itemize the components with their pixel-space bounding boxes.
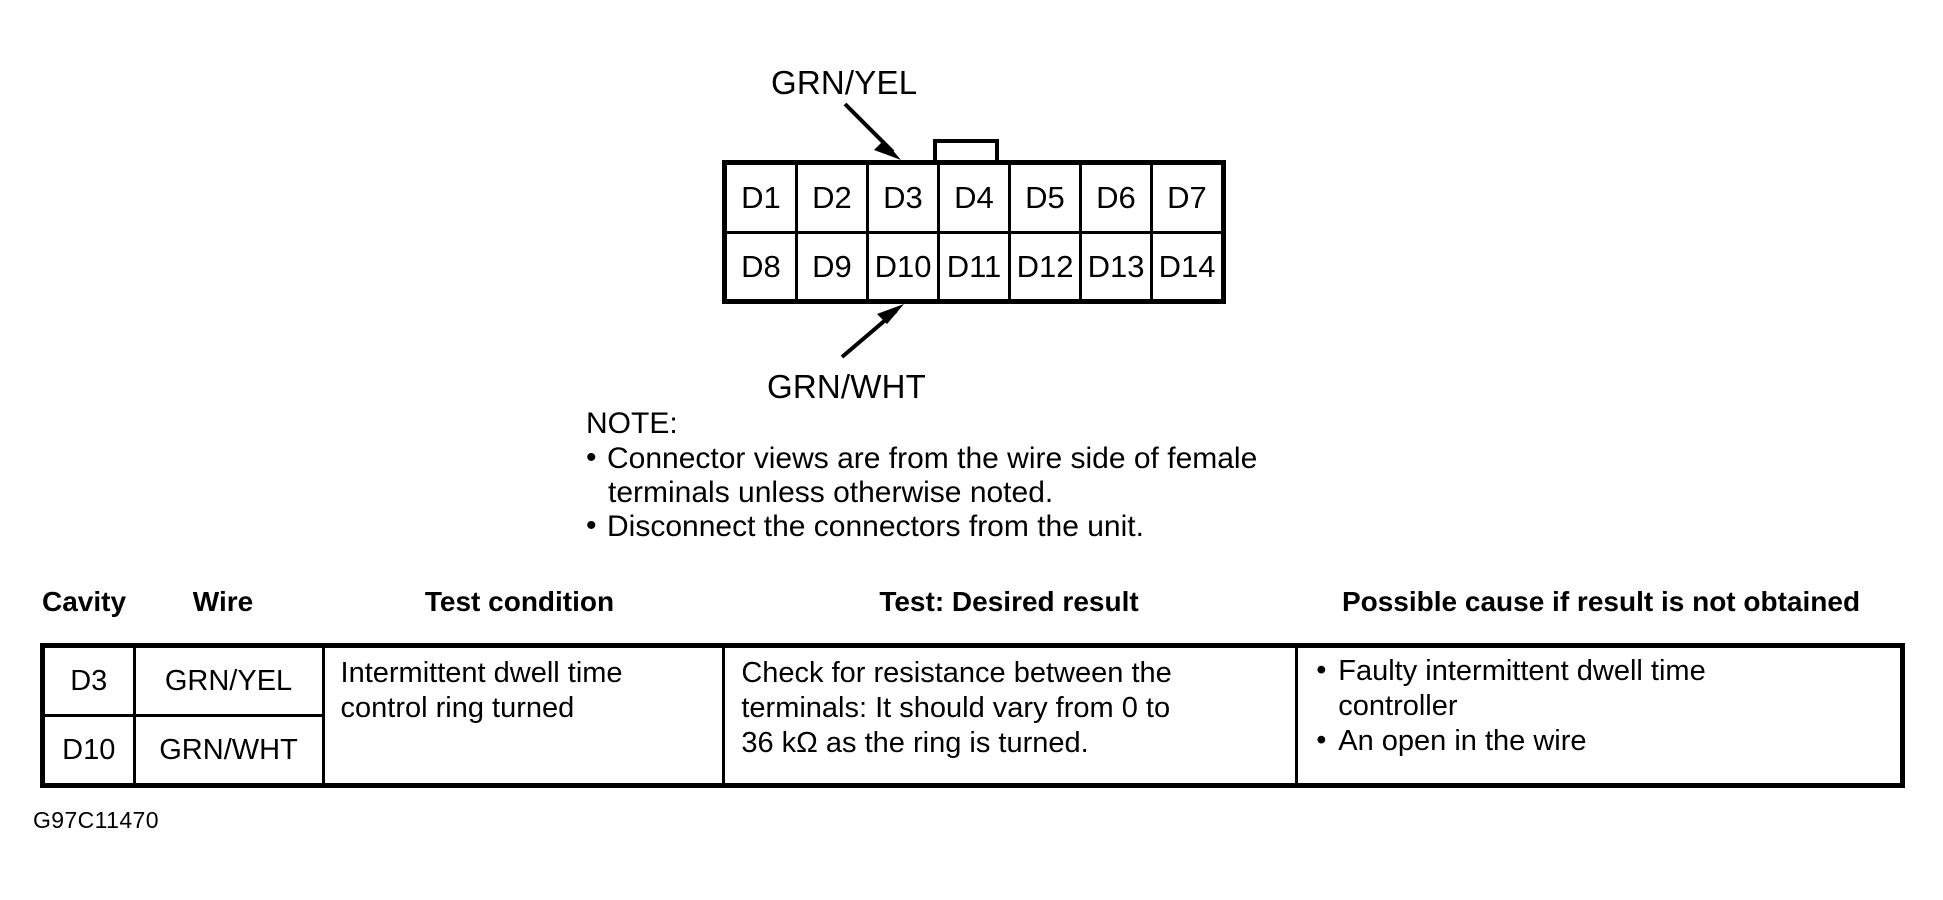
table-column-test-condition: Intermittent dwell time control ring tur… bbox=[321, 648, 723, 783]
connector-cavity-d6: D6 bbox=[1079, 165, 1150, 231]
connector-cavity-d12: D12 bbox=[1008, 233, 1079, 299]
desired-result-line3: 36 kΩ as the ring is turned. bbox=[741, 727, 1089, 759]
possible-cause-list: • Faulty intermittent dwell time control… bbox=[1316, 654, 1900, 759]
note-item-1-line1: Connector views are from the wire side o… bbox=[607, 442, 1258, 475]
connector-pin-grid: D1 D2 D3 D4 D5 D6 D7 D8 D9 D10 D11 D12 D… bbox=[722, 160, 1226, 304]
table-cell-cavity-d10: D10 bbox=[45, 714, 133, 783]
possible-cause-item-1: • Faulty intermittent dwell time control… bbox=[1316, 654, 1900, 724]
test-condition-line1: Intermittent dwell time bbox=[340, 657, 623, 689]
connector-cavity-d8: D8 bbox=[741, 248, 781, 284]
table-cell-desired-result: Check for resistance between the termina… bbox=[725, 648, 1295, 783]
note-block: NOTE: • Connector views are from the wir… bbox=[586, 407, 1257, 544]
table-column-possible-cause: • Faulty intermittent dwell time control… bbox=[1295, 648, 1900, 783]
possible-cause-item-1-line2: controller bbox=[1338, 690, 1458, 722]
connector-cavity-d14: D14 bbox=[1150, 233, 1221, 299]
table-header-possible-cause: Possible cause if result is not obtained bbox=[1341, 586, 1861, 617]
note-item-2: • Disconnect the connectors from the uni… bbox=[586, 509, 1257, 544]
figure-reference-id: G97C11470 bbox=[33, 807, 159, 833]
connector-cavity-d3: D3 bbox=[866, 165, 937, 231]
note-title: NOTE: bbox=[586, 407, 678, 440]
connector-cavity-d4: D4 bbox=[937, 165, 1008, 231]
table-column-wire: GRN/YEL GRN/WHT bbox=[132, 648, 322, 783]
note-item-2-line1: Disconnect the connectors from the unit. bbox=[607, 510, 1144, 543]
connector-cavity-d9: D9 bbox=[795, 233, 866, 299]
possible-cause-item-2-line1: An open in the wire bbox=[1338, 725, 1587, 757]
bullet-icon: • bbox=[1316, 724, 1327, 756]
connector-cavity-d13: D13 bbox=[1079, 233, 1150, 299]
connector-cavity-d1: D1 bbox=[741, 180, 781, 216]
wire-callout-label-grn-yel: GRN/YEL bbox=[771, 64, 918, 101]
table-cell-test-condition: Intermittent dwell time control ring tur… bbox=[325, 648, 723, 783]
connector-cavity-d7: D7 bbox=[1150, 165, 1221, 231]
table-header-cavity: Cavity bbox=[41, 586, 127, 617]
test-table-header-row: Cavity Wire Test condition Test: Desired… bbox=[40, 586, 1905, 626]
connector-row-top: D1 D2 D3 D4 D5 D6 D7 bbox=[727, 165, 1221, 231]
wire-callout-label-grn-wht: GRN/WHT bbox=[767, 368, 927, 405]
note-item-1: • Connector views are from the wire side… bbox=[586, 441, 1258, 510]
possible-cause-item-2: • An open in the wire bbox=[1316, 724, 1900, 759]
bullet-icon: • bbox=[1316, 654, 1327, 686]
test-table: D3 D10 GRN/YEL GRN/WHT Intermittent dwel… bbox=[40, 643, 1905, 788]
possible-cause-item-1-line1: Faulty intermittent dwell time bbox=[1338, 655, 1706, 687]
table-column-desired-result: Check for resistance between the termina… bbox=[722, 648, 1295, 783]
arrow-grn-wht bbox=[840, 304, 904, 359]
table-cell-wire-grn-yel: GRN/YEL bbox=[164, 664, 293, 697]
desired-result-line1: Check for resistance between the bbox=[741, 657, 1172, 689]
table-header-wire: Wire bbox=[192, 586, 254, 617]
note-item-1-line2: terminals unless otherwise noted. bbox=[608, 476, 1054, 509]
test-condition-line2: control ring turned bbox=[340, 692, 575, 724]
desired-result-line2: terminals: It should vary from 0 to bbox=[741, 692, 1171, 724]
connector-locking-tab bbox=[933, 139, 999, 163]
connector-cavity-d2: D2 bbox=[795, 165, 866, 231]
table-header-test-condition: Test condition bbox=[424, 586, 615, 617]
connector-cavity-d10: D10 bbox=[866, 233, 937, 299]
connector-cavity-d5: D5 bbox=[1008, 165, 1079, 231]
connector-diagram: GRN/YEL GRN/WHT D1 D2 D3 D4 D5 D6 D7 D8 … bbox=[0, 0, 1943, 420]
bullet-icon: • bbox=[586, 509, 597, 542]
note-list: • Connector views are from the wire side… bbox=[586, 441, 1258, 544]
table-cell-cavity-d3: D3 bbox=[70, 664, 108, 697]
connector-cavity-d11: D11 bbox=[937, 233, 1008, 299]
arrow-grn-yel bbox=[843, 102, 901, 160]
bullet-icon: • bbox=[586, 441, 597, 474]
table-header-desired-result: Test: Desired result bbox=[879, 586, 1139, 617]
table-cell-wire-grn-wht: GRN/WHT bbox=[135, 714, 322, 783]
connector-row-bottom: D8 D9 D10 D11 D12 D13 D14 bbox=[727, 230, 1221, 299]
table-column-cavity: D3 D10 bbox=[45, 648, 133, 783]
table-cell-possible-cause: • Faulty intermittent dwell time control… bbox=[1298, 648, 1900, 783]
